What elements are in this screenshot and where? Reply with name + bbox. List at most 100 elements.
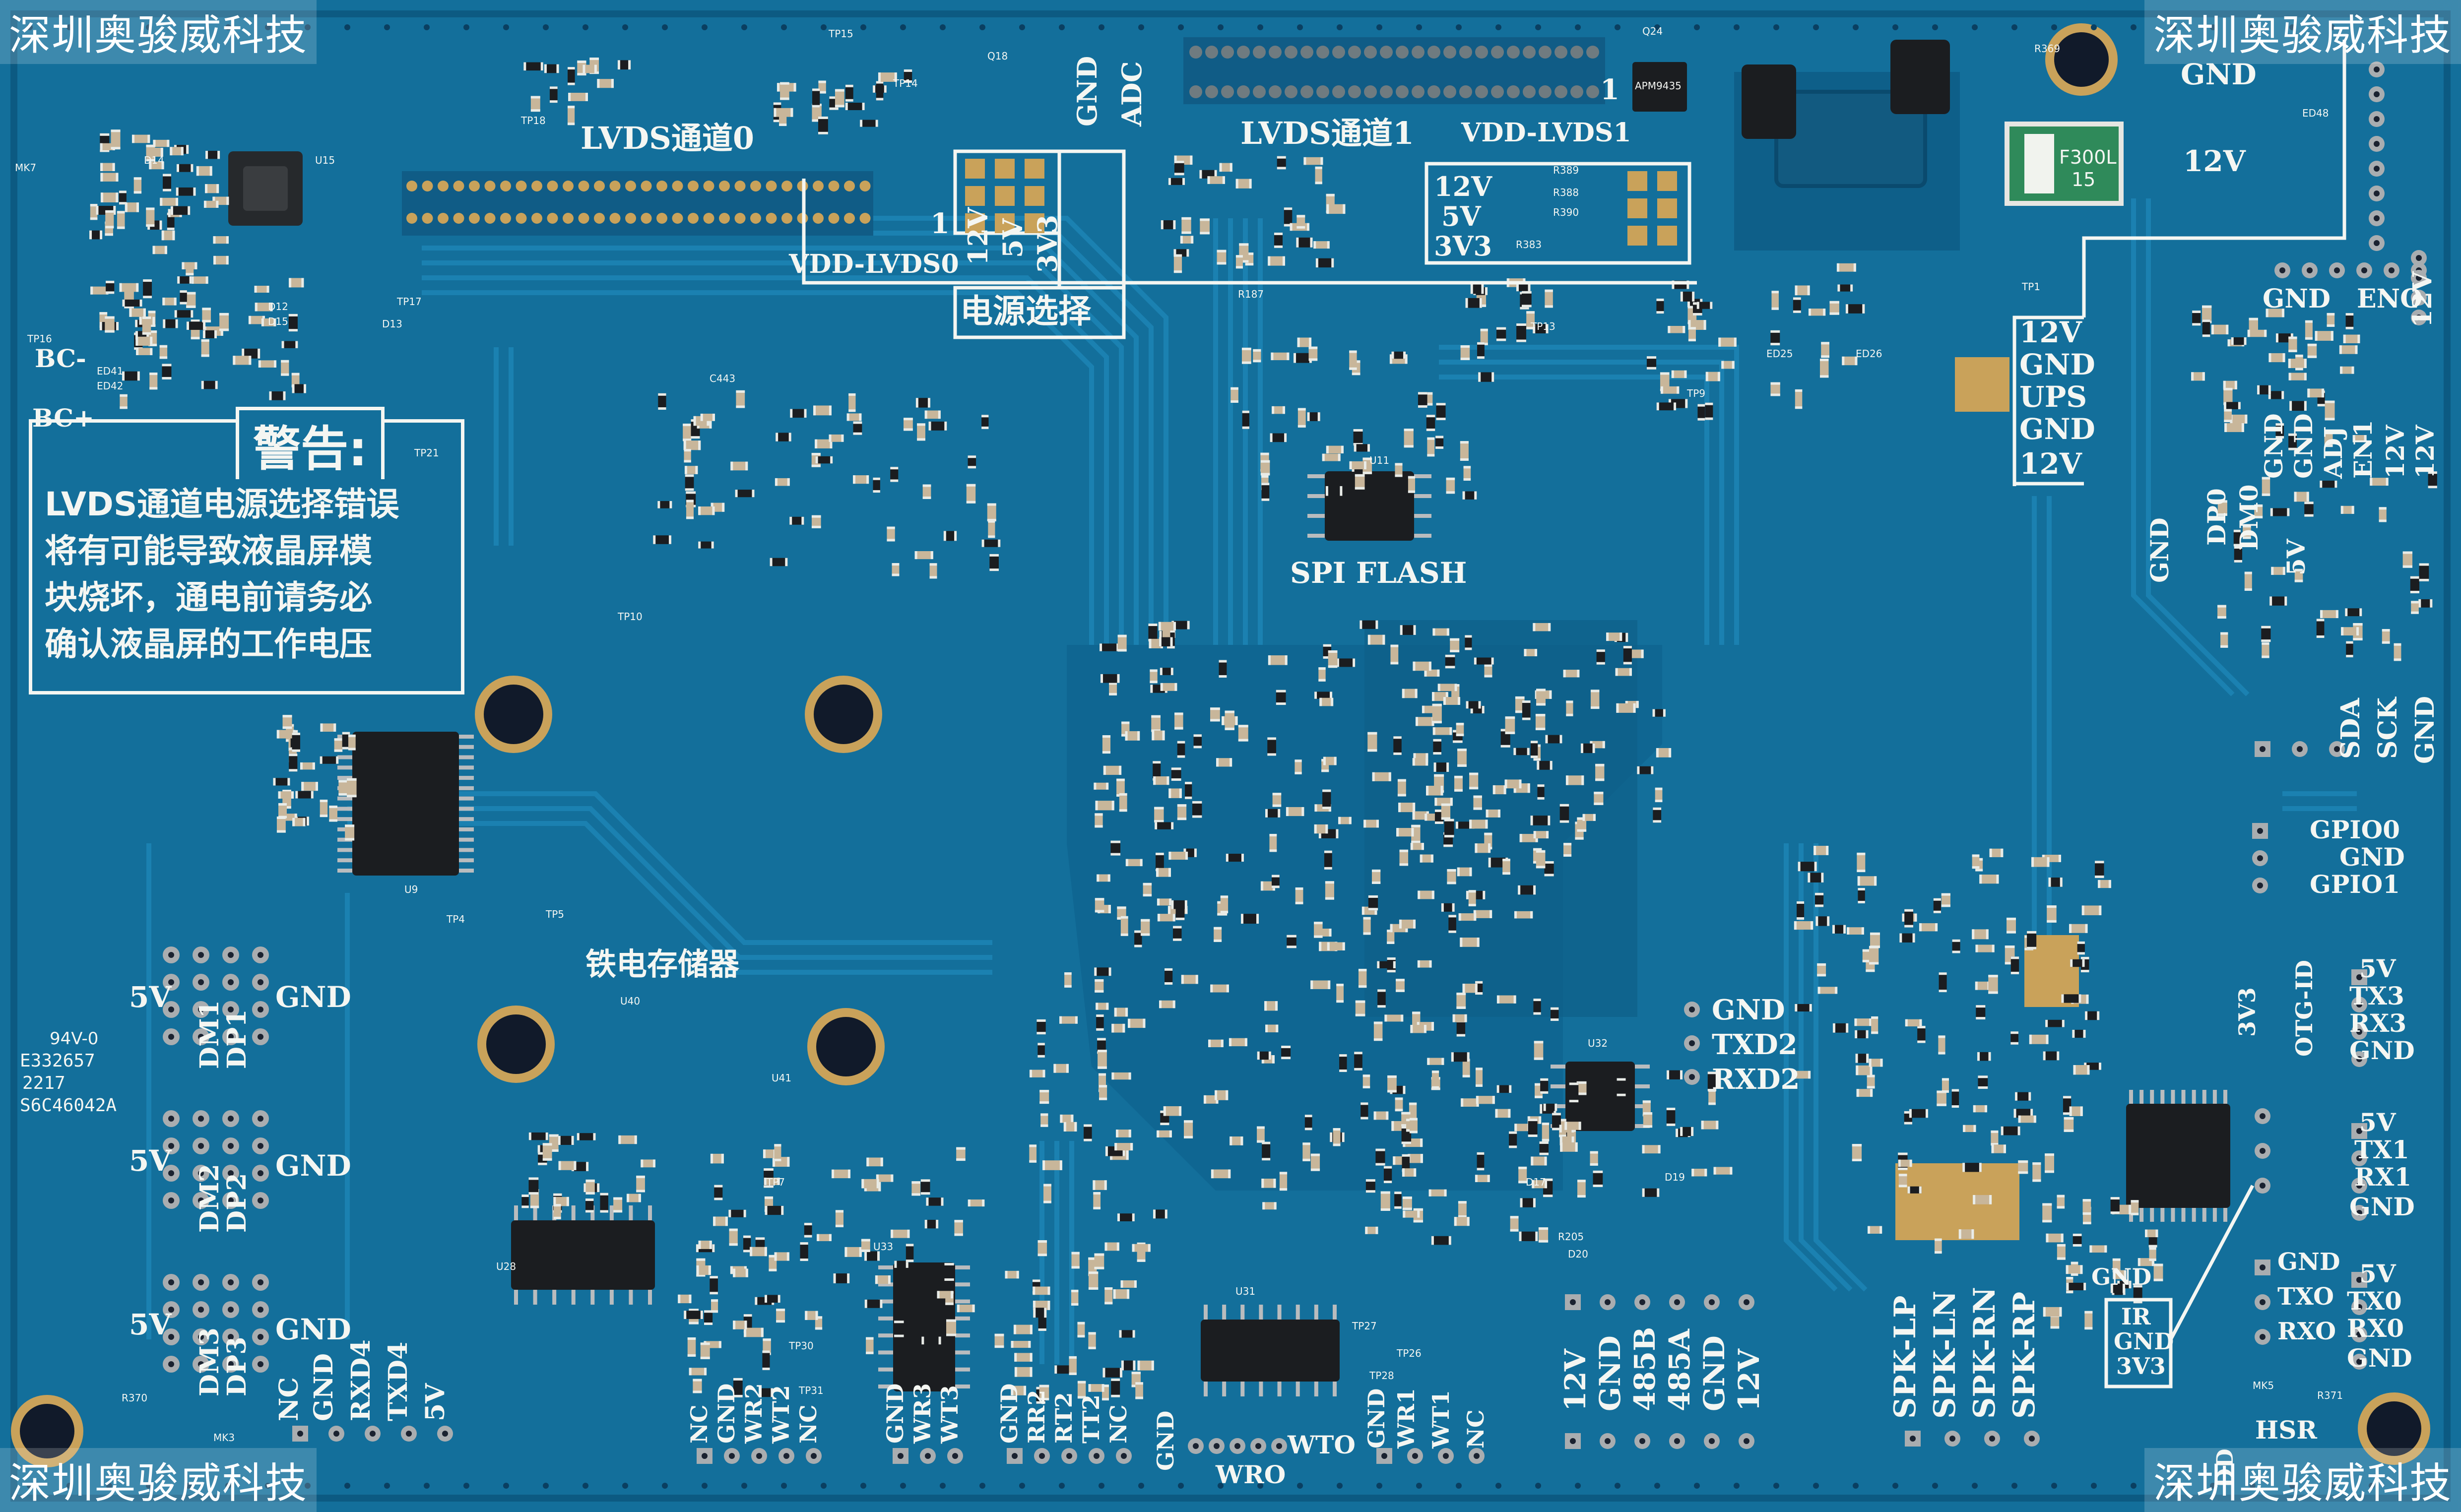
smd-component bbox=[1867, 1074, 1875, 1089]
smd-component bbox=[2072, 1029, 2086, 1038]
smd-terminal bbox=[1717, 372, 1720, 381]
smd-terminal bbox=[119, 202, 127, 205]
smd-terminal bbox=[2386, 478, 2389, 486]
smd-terminal bbox=[1363, 819, 1366, 828]
smd-terminal bbox=[2223, 380, 2226, 389]
header-pin bbox=[1332, 85, 1345, 98]
smd-component bbox=[1794, 921, 1813, 930]
smd-terminal bbox=[1287, 945, 1296, 948]
smd-terminal bbox=[2050, 1326, 2060, 1329]
smd-terminal bbox=[928, 421, 931, 431]
smd-terminal bbox=[2261, 626, 2271, 629]
smd-component bbox=[2112, 1258, 2121, 1272]
smd-terminal bbox=[818, 131, 828, 134]
smd-terminal bbox=[1036, 1032, 1046, 1035]
smd-terminal bbox=[1656, 311, 1664, 314]
ic-u11-spi-flash bbox=[1325, 471, 1414, 541]
smd-terminal bbox=[1101, 1384, 1104, 1392]
smd-terminal bbox=[1242, 426, 1249, 429]
smd-terminal bbox=[1683, 325, 1685, 333]
smd-component bbox=[1397, 779, 1406, 797]
smd-component bbox=[276, 817, 286, 833]
smd-terminal bbox=[585, 1179, 595, 1182]
smd-component bbox=[750, 1247, 767, 1257]
smd-terminal bbox=[549, 86, 558, 89]
warning-line: 确认液晶屏的工作电压 bbox=[45, 625, 372, 663]
smd-terminal bbox=[736, 405, 745, 408]
smd-terminal bbox=[946, 1333, 957, 1336]
smd-component bbox=[763, 1149, 776, 1158]
smd-terminal bbox=[790, 409, 793, 418]
ic-pin bbox=[1414, 474, 1431, 478]
smd-terminal bbox=[911, 1193, 920, 1196]
smd-terminal bbox=[254, 286, 257, 293]
smd-terminal bbox=[2304, 514, 2314, 517]
smd-terminal bbox=[1977, 1052, 1980, 1061]
smd-terminal bbox=[2057, 1051, 2060, 1061]
usb-pad-hole bbox=[228, 1034, 234, 1040]
via bbox=[1099, 1483, 1104, 1489]
smd-terminal bbox=[1852, 1144, 1862, 1147]
smd-terminal bbox=[1108, 967, 1111, 976]
smd-component bbox=[776, 433, 791, 441]
smd-component bbox=[1152, 730, 1165, 741]
smd-component bbox=[1448, 915, 1456, 933]
smd-terminal bbox=[864, 1299, 867, 1308]
smd-terminal bbox=[1317, 412, 1320, 421]
smd-terminal bbox=[2043, 1307, 2046, 1317]
smd-terminal bbox=[1434, 809, 1444, 812]
sda-gnd-label: GND bbox=[2410, 696, 2440, 764]
smd-component bbox=[1156, 868, 1171, 877]
rv-adj: ADJ bbox=[2319, 426, 2348, 479]
via bbox=[225, 1483, 231, 1489]
jumper-pad bbox=[965, 159, 985, 179]
smd-terminal bbox=[1478, 701, 1481, 709]
header-pin bbox=[766, 213, 777, 224]
th-pad-hole bbox=[1689, 1007, 1695, 1012]
ic-pin bbox=[1204, 1305, 1208, 1320]
smd-terminal bbox=[1482, 705, 1485, 714]
smd-terminal bbox=[921, 1336, 924, 1345]
smd-terminal bbox=[1043, 1200, 1051, 1203]
smd-terminal bbox=[1014, 1367, 1017, 1377]
ic-pin bbox=[337, 827, 352, 831]
smd-terminal bbox=[2202, 319, 2210, 322]
smd-terminal bbox=[1268, 1051, 1271, 1060]
smd-component bbox=[1524, 649, 1538, 656]
th-pad-hole bbox=[1689, 1040, 1695, 1046]
smd-component bbox=[1377, 989, 1386, 1008]
smd-terminal bbox=[1475, 1084, 1483, 1087]
smd-terminal bbox=[722, 503, 725, 512]
ic-pin bbox=[2181, 1208, 2186, 1222]
smd-terminal bbox=[291, 791, 294, 799]
smd-terminal bbox=[1431, 692, 1434, 701]
smd-component bbox=[1358, 969, 1367, 988]
smd-terminal bbox=[1328, 650, 1338, 653]
smd-terminal bbox=[1184, 1135, 1193, 1138]
smd-component bbox=[2192, 311, 2201, 326]
smd-component bbox=[1399, 849, 1409, 866]
smd-terminal bbox=[1446, 762, 1449, 772]
smd-terminal bbox=[205, 184, 208, 193]
smd-terminal bbox=[1509, 1145, 1517, 1148]
smd-terminal bbox=[877, 1251, 880, 1261]
jumper-pad bbox=[1627, 171, 1647, 191]
smd-terminal bbox=[1437, 684, 1440, 692]
smd-component bbox=[1295, 887, 1303, 904]
ic-pin bbox=[459, 755, 474, 759]
smd-terminal bbox=[1185, 851, 1188, 860]
smd-terminal bbox=[2288, 336, 2297, 339]
smd-terminal bbox=[1342, 1132, 1345, 1142]
reference-designators: Q18 Q24 APM9435 U11 U32 U33 U31 U28 U40 … bbox=[15, 25, 2343, 1444]
smd-terminal bbox=[1229, 1038, 1231, 1047]
smd-component bbox=[1533, 324, 1549, 334]
smd-terminal bbox=[2304, 401, 2307, 411]
smd-terminal bbox=[1230, 758, 1232, 767]
smd-component bbox=[1671, 370, 1687, 378]
smd-terminal bbox=[1373, 1021, 1383, 1024]
via bbox=[1495, 1483, 1501, 1489]
smd-terminal bbox=[1167, 906, 1170, 914]
smd-terminal bbox=[342, 732, 350, 735]
smd-terminal bbox=[1402, 689, 1405, 698]
th-pad-hole bbox=[1639, 1299, 1645, 1305]
